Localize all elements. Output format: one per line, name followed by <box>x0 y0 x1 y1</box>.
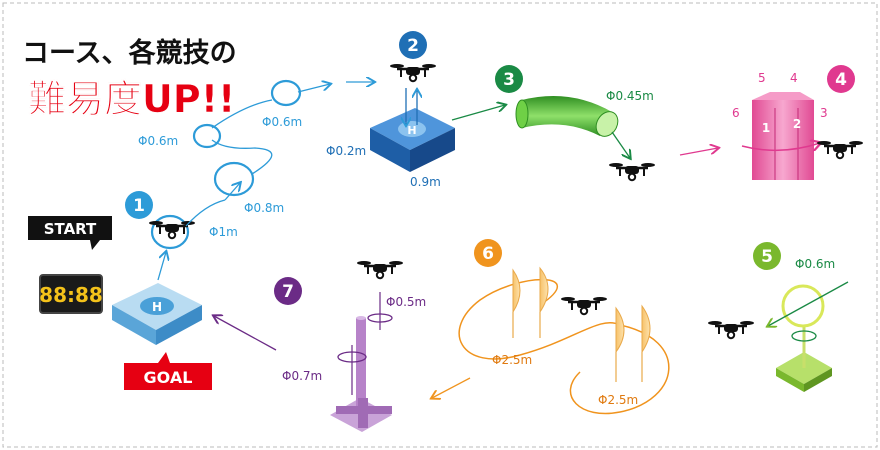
helipad-h-label: H <box>152 300 162 314</box>
label-ring-06m-a: Φ0.6m <box>138 134 178 148</box>
path-arrow <box>432 377 471 398</box>
station-7-marker: 7 <box>274 277 302 305</box>
landing-pad-2: H <box>370 108 455 172</box>
title-line2: 難易度UP!! <box>28 77 235 121</box>
label-ring-06m-b: Φ0.6m <box>262 115 302 129</box>
pillar-face-2: 2 <box>793 117 801 131</box>
path-arrow <box>611 131 630 158</box>
station-5-marker: 5 <box>753 242 781 270</box>
pillar-face-4: 4 <box>790 71 798 85</box>
path-arrow <box>211 99 273 129</box>
gate-pair-b <box>615 304 651 382</box>
station-6-number: 6 <box>482 244 494 264</box>
station-2-number: 2 <box>407 36 419 56</box>
path-arrow <box>224 183 240 201</box>
pad-h-label: H <box>407 124 416 137</box>
path-arrow <box>679 148 718 156</box>
gate-pair-a <box>512 266 549 338</box>
hex-pillar: 1 2 <box>752 92 814 180</box>
start-badge: START <box>28 216 112 250</box>
purple-pole <box>330 292 393 432</box>
label-pole-05m: Φ0.5m <box>386 295 426 309</box>
station-3-marker: 3 <box>495 65 523 93</box>
station-1-number: 1 <box>133 196 145 216</box>
drone-icon <box>706 319 756 340</box>
label-pad-02m: Φ0.2m <box>326 144 366 158</box>
timer-digits: 88:88 <box>39 283 103 307</box>
pillar-face-5: 5 <box>758 71 766 85</box>
ring-06m-a <box>192 123 222 149</box>
path-arrow <box>741 143 820 150</box>
pillar-face-6: 6 <box>732 106 740 120</box>
path-arrow <box>211 139 273 175</box>
title-line1: コース、各競技の <box>22 37 237 69</box>
label-fig8-b: Φ2.5m <box>598 393 638 407</box>
goal-label: GOAL <box>144 368 193 387</box>
station-4-number: 4 <box>835 70 847 90</box>
path-arrow <box>768 281 849 326</box>
drone-icon <box>815 139 865 160</box>
label-pole-07m: Φ0.7m <box>282 369 322 383</box>
label-tube-045m: Φ0.45m <box>606 89 654 103</box>
station-7-number: 7 <box>282 282 294 302</box>
figure-eight-path <box>458 278 670 415</box>
timer-display: 88:88 <box>39 274 103 314</box>
station-5-number: 5 <box>761 247 773 267</box>
label-ring-1m: Φ1m <box>209 225 238 239</box>
ring-06m-b <box>270 79 302 107</box>
hoop-stand-5 <box>776 284 832 392</box>
path-arrow <box>297 84 330 93</box>
pillar-face-3: 3 <box>820 106 828 120</box>
drone-icon <box>388 62 438 83</box>
drone-icon <box>607 161 657 182</box>
station-4-marker: 4 <box>827 65 855 93</box>
station-6-marker: 6 <box>474 239 502 267</box>
goal-badge: GOAL <box>124 352 212 390</box>
path-arrow <box>214 316 277 351</box>
green-tube <box>515 96 619 137</box>
station-2-marker: 2 <box>399 31 427 59</box>
label-fig8-a: Φ2.5m <box>492 353 532 367</box>
drone-icon <box>559 295 609 316</box>
label-ring-08m: Φ0.8m <box>244 201 284 215</box>
pillar-face-1: 1 <box>762 121 770 135</box>
start-label: START <box>44 220 97 238</box>
path-arrow <box>157 252 166 281</box>
station-3-number: 3 <box>503 70 515 90</box>
drone-icon <box>355 259 405 280</box>
path-arrow <box>451 105 505 121</box>
station-1-marker: 1 <box>125 191 153 219</box>
label-hoop5-06m: Φ0.6m <box>795 257 835 271</box>
start-helipad: H <box>112 283 202 345</box>
path-arrow <box>185 199 226 227</box>
ring-1m <box>150 214 190 250</box>
ring-08m <box>213 161 255 197</box>
label-pad-09m: 0.9m <box>410 175 441 189</box>
